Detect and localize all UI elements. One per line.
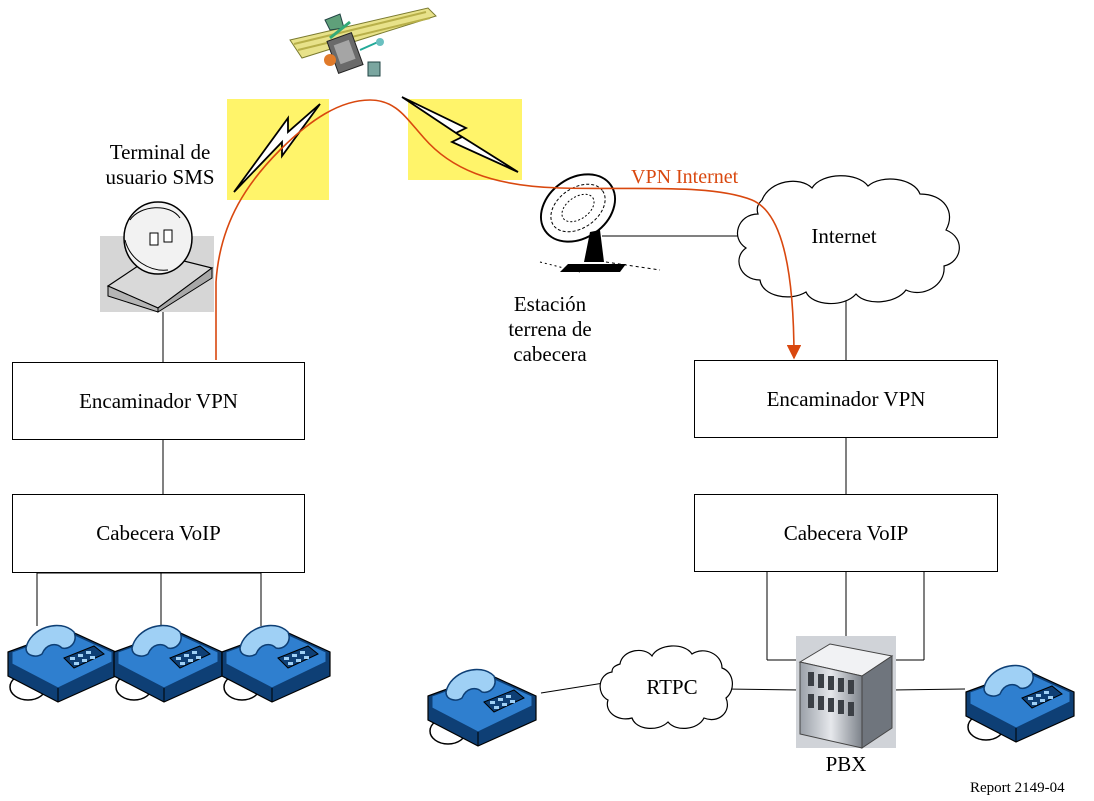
earth-station-label: Estación terrena de cabecera: [480, 292, 620, 366]
sms-terminal-label-line-2: usuario SMS: [105, 164, 215, 189]
vpn-tunnel-path: [215, 99, 802, 360]
desk-phone-icon: [113, 624, 223, 703]
user-terminal-dish-icon: [100, 201, 214, 313]
sms-terminal-label-line-1: Terminal de: [109, 140, 211, 164]
vpn-internet-label: VPN Internet: [631, 166, 739, 188]
desk-phone-icon: [965, 664, 1075, 743]
pstn-label: RTPC: [646, 675, 698, 699]
voip-gateway-right: Cabecera VoIP: [694, 494, 998, 572]
earth-station-label-line-3: cabecera: [513, 341, 587, 366]
satellite-icon: [289, 7, 437, 77]
radio-link-left: [227, 99, 329, 200]
desk-phone-icon: [221, 624, 331, 703]
earth-station-label-line-1: Estación: [513, 292, 587, 316]
connector-lines: [36, 235, 966, 694]
desk-phone-icon: [427, 668, 537, 747]
earth-station-dish-icon: [539, 173, 661, 273]
vpn-router-left: Encaminador VPN: [12, 362, 305, 440]
internet-label: Internet: [811, 224, 877, 248]
internet-cloud-icon: [736, 175, 960, 305]
radio-link-right: [401, 96, 522, 180]
sms-terminal-label: Terminal de usuario SMS: [60, 140, 260, 190]
report-id: Report 2149-04: [970, 780, 1065, 796]
pbx-label: PBX: [825, 752, 867, 776]
desk-phone-icon: [7, 624, 117, 703]
earth-station-label-line-2: terrena de: [508, 316, 592, 341]
vpn-router-right: Encaminador VPN: [694, 360, 998, 438]
pstn-cloud-icon: [599, 645, 733, 729]
voip-gateway-left: Cabecera VoIP: [12, 494, 305, 573]
pbx-cabinet-icon: [796, 636, 896, 749]
